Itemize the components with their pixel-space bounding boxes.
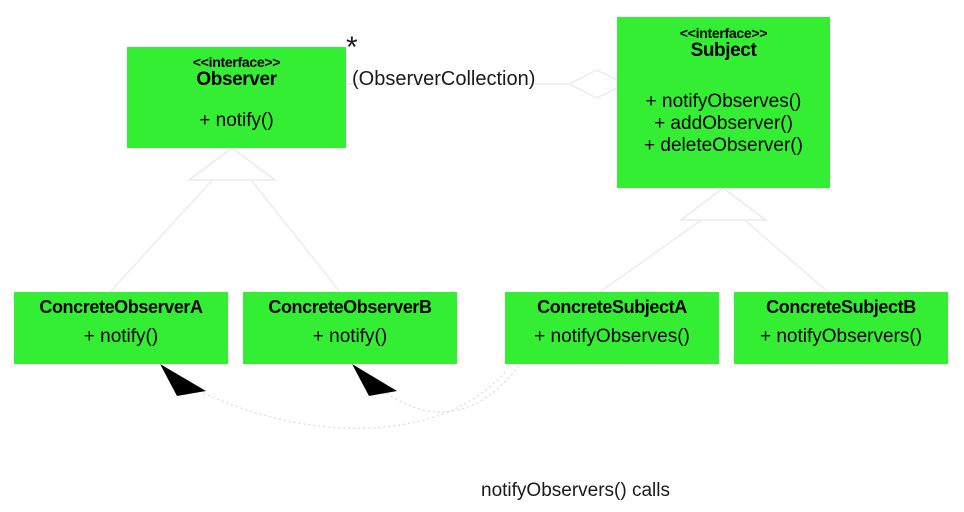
class-box-concrete-observer-a[interactable]: ConcreteObserverA + notify() bbox=[14, 292, 228, 364]
generalization-arrowhead-observer bbox=[186, 147, 278, 181]
class-name-subject: Subject bbox=[690, 39, 757, 61]
dependency-note-line-1: notifyObservers() calls bbox=[481, 480, 670, 502]
operation-item: + notifyObservers() bbox=[759, 326, 923, 347]
dependency-arrowhead-observer-a bbox=[160, 364, 206, 396]
class-name-concrete-observer-a: ConcreteObserverA bbox=[39, 297, 203, 317]
operation-item: + addObserver() bbox=[654, 113, 793, 135]
operations-concrete-subject-b: + notifyObservers() bbox=[734, 326, 948, 348]
class-box-observer[interactable]: <<interface>> Observer + notify() bbox=[127, 47, 346, 148]
stereotype-subject: <<interface>> bbox=[679, 25, 768, 41]
operations-concrete-observer-b: + notify() bbox=[243, 326, 457, 348]
operation-item: + notifyObserves() bbox=[645, 90, 802, 112]
generalization-line-observer-a bbox=[109, 175, 217, 293]
association-multiplicity-label: * bbox=[346, 31, 358, 64]
operation-item: + notify() bbox=[312, 326, 388, 347]
class-header-subject: <<interface>> Subject bbox=[617, 26, 830, 61]
class-header-observer: <<interface>> Observer bbox=[127, 55, 346, 90]
class-name-concrete-observer-b: ConcreteObserverB bbox=[268, 297, 432, 317]
dependency-arrowhead-observer-b bbox=[352, 364, 397, 396]
generalization-line-subject-b bbox=[739, 215, 829, 293]
stereotype-observer: <<interface>> bbox=[192, 54, 281, 70]
association-role-label: (ObserverCollection) bbox=[352, 68, 536, 90]
class-box-concrete-subject-b[interactable]: ConcreteSubjectB + notifyObservers() bbox=[734, 292, 948, 364]
generalization-line-observer-b bbox=[247, 175, 341, 293]
operations-concrete-subject-a: + notifyObserves() bbox=[505, 326, 719, 348]
dependency-curve-observer-a bbox=[184, 371, 506, 429]
dependency-curve-observer-b bbox=[374, 365, 520, 413]
operations-concrete-observer-a: + notify() bbox=[14, 326, 228, 348]
operations-observer: + notify() bbox=[127, 110, 346, 132]
generalization-line-subject-a bbox=[599, 215, 708, 293]
operation-item: + notifyObserves() bbox=[534, 326, 690, 347]
class-box-concrete-subject-a[interactable]: ConcreteSubjectA + notifyObserves() bbox=[505, 292, 719, 364]
class-box-subject[interactable]: <<interface>> Subject + notifyObserves()… bbox=[617, 17, 830, 188]
operation-item: + notify() bbox=[199, 109, 274, 131]
dependency-note: notifyObservers() calls all object.notif… bbox=[481, 432, 670, 512]
class-name-observer: Observer bbox=[196, 68, 277, 90]
operation-item: + deleteObserver() bbox=[644, 135, 803, 157]
class-name-concrete-subject-a: ConcreteSubjectA bbox=[537, 297, 687, 317]
class-box-concrete-observer-b[interactable]: ConcreteObserverB + notify() bbox=[243, 292, 457, 364]
operation-item: + notify() bbox=[83, 326, 159, 347]
operations-subject: + notifyObserves() + addObserver() + del… bbox=[617, 91, 830, 158]
generalization-arrowhead-subject bbox=[678, 186, 769, 221]
class-name-concrete-subject-b: ConcreteSubjectB bbox=[766, 297, 916, 317]
